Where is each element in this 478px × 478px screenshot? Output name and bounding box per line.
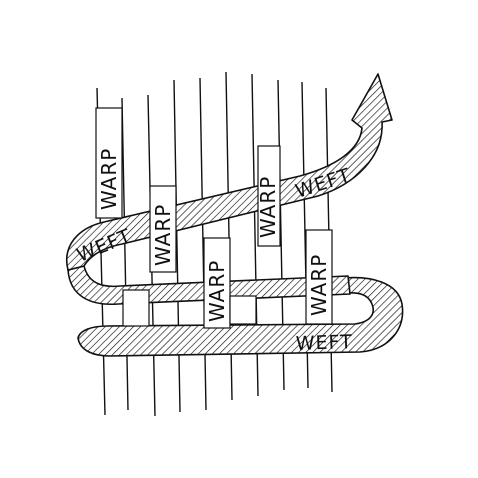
- weft-label-bottom: WEFT: [295, 331, 353, 355]
- warp-label-2: WARP: [151, 204, 175, 266]
- warp-strips-over: [95, 107, 333, 329]
- warp-strip-1: [95, 107, 123, 219]
- warp-labels: WARP WARP WARP WARP WARP: [97, 148, 331, 322]
- warp-label-3: WARP: [205, 260, 229, 322]
- warp-strip-4: [257, 145, 281, 247]
- warp-strip-6: [122, 289, 150, 327]
- warp-strip-2: [149, 185, 177, 273]
- warp-thread-2: [121, 97, 129, 411]
- warp-label-4: WARP: [256, 176, 280, 238]
- warp-thread-4: [173, 79, 181, 413]
- warp-label-1: WARP: [97, 148, 121, 210]
- warp-strip-7: [229, 295, 257, 325]
- warp-strip-5: [305, 229, 333, 325]
- weft-ribbon-top: [65, 73, 393, 271]
- warp-label-5: WARP: [307, 254, 331, 316]
- warp-strip-3: [203, 237, 231, 329]
